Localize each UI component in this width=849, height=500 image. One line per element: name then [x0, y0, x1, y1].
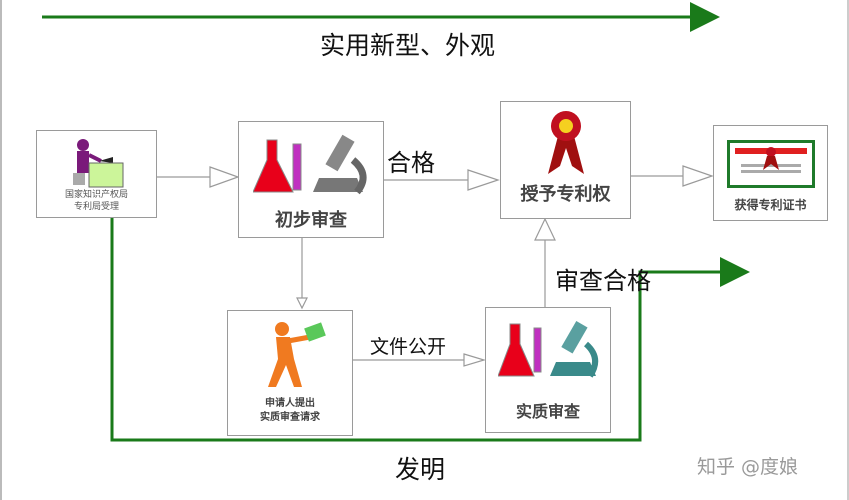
node-grant: 授予专利权: [500, 101, 631, 219]
lab-flask-microscope-icon: [253, 134, 367, 195]
edge-label-exam-pass: 审查合格: [555, 267, 651, 295]
award-ribbon-icon: [548, 111, 584, 174]
edge-label-publish: 文件公开: [370, 336, 447, 358]
certificate-icon: [727, 140, 815, 188]
node-certificate: 获得专利证书: [713, 125, 828, 221]
node-accept-line2: 专利局受理: [73, 202, 119, 212]
node-grant-label: 授予专利权: [520, 184, 611, 205]
node-request: 申请人提出 实质审查请求: [227, 310, 353, 436]
node-substantive-exam: 实质审查: [485, 307, 611, 433]
node-substantive-label: 实质审查: [515, 402, 580, 421]
node-request-line2: 实质审查请求: [260, 412, 320, 423]
person-with-document-icon: [268, 322, 326, 387]
node-accept-line1: 国家知识产权局: [64, 190, 128, 200]
node-request-line1: 申请人提出: [265, 398, 315, 409]
edge-label-pass: 合格: [387, 149, 435, 177]
node-certificate-label: 获得专利证书: [734, 198, 807, 212]
lab-flask-microscope-icon: [498, 321, 599, 378]
invention-green-path: [36, 203, 750, 442]
title-utility-design: 实用新型、外观: [320, 31, 496, 60]
node-accept: 国家知识产权局 专利局受理: [36, 130, 157, 218]
node-preliminary-label: 初步审查: [275, 210, 347, 231]
watermark: 知乎 @度娘: [697, 456, 799, 478]
bottom-label-invention: 发明: [395, 455, 446, 484]
node-preliminary-exam: 初步审查: [238, 121, 384, 238]
clerk-at-desk-icon: [73, 139, 124, 188]
